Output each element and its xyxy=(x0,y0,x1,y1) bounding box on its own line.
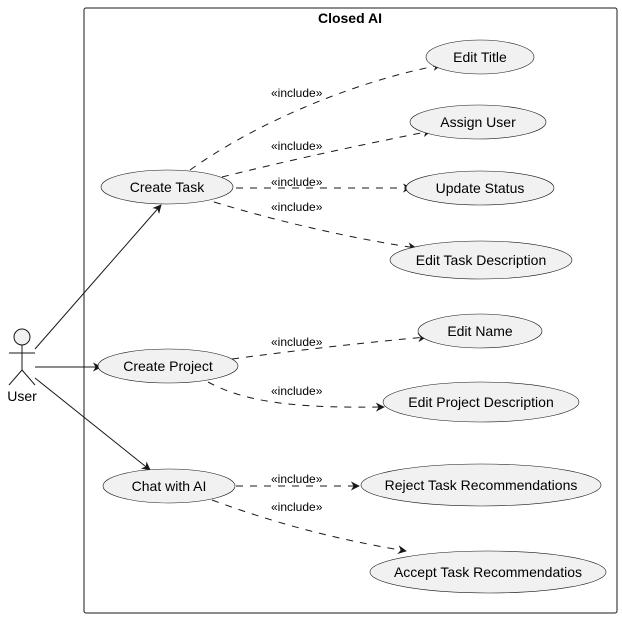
association-chat-with-ai xyxy=(34,377,151,471)
actor-right-leg xyxy=(21,369,36,386)
association-create-task xyxy=(34,204,162,350)
include-accept-task-recommendatios-label: «include» xyxy=(271,500,323,514)
include-reject-task-recommendations-label: «include» xyxy=(271,472,323,486)
use-case-edit-task-description-shape xyxy=(389,240,573,280)
use-case-assign-user-label: Assign User xyxy=(440,114,516,130)
system-boundary-box xyxy=(83,7,618,614)
use-case-edit-task-description[interactable]: Edit Task Description xyxy=(389,240,573,280)
use-case-chat-with-ai-label: Chat with AI xyxy=(132,478,207,494)
actor-label: User xyxy=(7,388,37,404)
use-case-reject-task-recommendations-label: Reject Task Recommendations xyxy=(385,477,578,493)
use-case-create-project-shape xyxy=(97,348,239,384)
use-case-create-task-shape xyxy=(100,169,234,205)
include-edit-task-description-label: «include» xyxy=(271,200,323,214)
include-edit-project-description-line xyxy=(207,381,385,412)
include-assign-user-line xyxy=(221,128,432,178)
include-assign-user-label: «include» xyxy=(271,139,323,153)
system-title: Closed AI xyxy=(318,10,382,26)
use-case-edit-project-description-label: Edit Project Description xyxy=(408,394,554,410)
use-case-update-status[interactable]: Update Status xyxy=(405,170,555,206)
use-case-create-task-label: Create Task xyxy=(130,179,205,195)
actor-user: User xyxy=(7,328,37,404)
use-case-create-project[interactable]: Create Project xyxy=(97,348,239,384)
use-case-assign-user[interactable]: Assign User xyxy=(409,104,547,140)
include-edit-name-line xyxy=(231,333,427,360)
use-case-assign-user-shape xyxy=(409,104,547,140)
use-case-reject-task-recommendations-shape xyxy=(360,463,602,507)
use-case-edit-name[interactable]: Edit Name xyxy=(417,313,543,349)
include-edit-name-label: «include» xyxy=(271,335,323,349)
use-case-edit-name-label: Edit Name xyxy=(447,323,513,339)
include-accept-task-recommendatios-line xyxy=(211,499,407,555)
use-case-edit-title[interactable]: Edit Title xyxy=(425,39,535,75)
include-edit-title-label: «include» xyxy=(271,86,323,100)
use-case-update-status-label: Update Status xyxy=(436,180,525,196)
use-case-edit-name-shape xyxy=(417,313,543,349)
use-case-edit-title-shape xyxy=(425,39,535,75)
use-case-edit-project-description-shape xyxy=(382,381,580,423)
use-case-accept-task-recommendatios-label: Accept Task Recommendatios xyxy=(394,564,582,580)
actor-head xyxy=(13,328,31,346)
use-case-chat-with-ai-shape xyxy=(102,468,236,504)
system-boundary: Closed AI xyxy=(83,7,618,614)
use-case-accept-task-recommendatios[interactable]: Accept Task Recommendatios xyxy=(369,550,607,594)
include-update-status-label: «include» xyxy=(271,175,323,189)
use-case-reject-task-recommendations[interactable]: Reject Task Recommendations xyxy=(360,463,602,507)
use-case-create-task[interactable]: Create Task xyxy=(100,169,234,205)
use-case-accept-task-recommendatios-shape xyxy=(369,550,607,594)
use-case-edit-project-description[interactable]: Edit Project Description xyxy=(382,381,580,423)
use-case-create-project-label: Create Project xyxy=(123,358,213,374)
include-edit-task-description-line xyxy=(213,201,417,252)
use-case-update-status-shape xyxy=(405,170,555,206)
use-case-chat-with-ai[interactable]: Chat with AI xyxy=(102,468,236,504)
include-edit-title-line xyxy=(189,62,442,171)
use-case-edit-task-description-label: Edit Task Description xyxy=(416,252,546,268)
actor-left-leg xyxy=(8,369,23,386)
include-edit-project-description-label: «include» xyxy=(271,384,323,398)
use-case-edit-title-label: Edit Title xyxy=(453,49,507,65)
